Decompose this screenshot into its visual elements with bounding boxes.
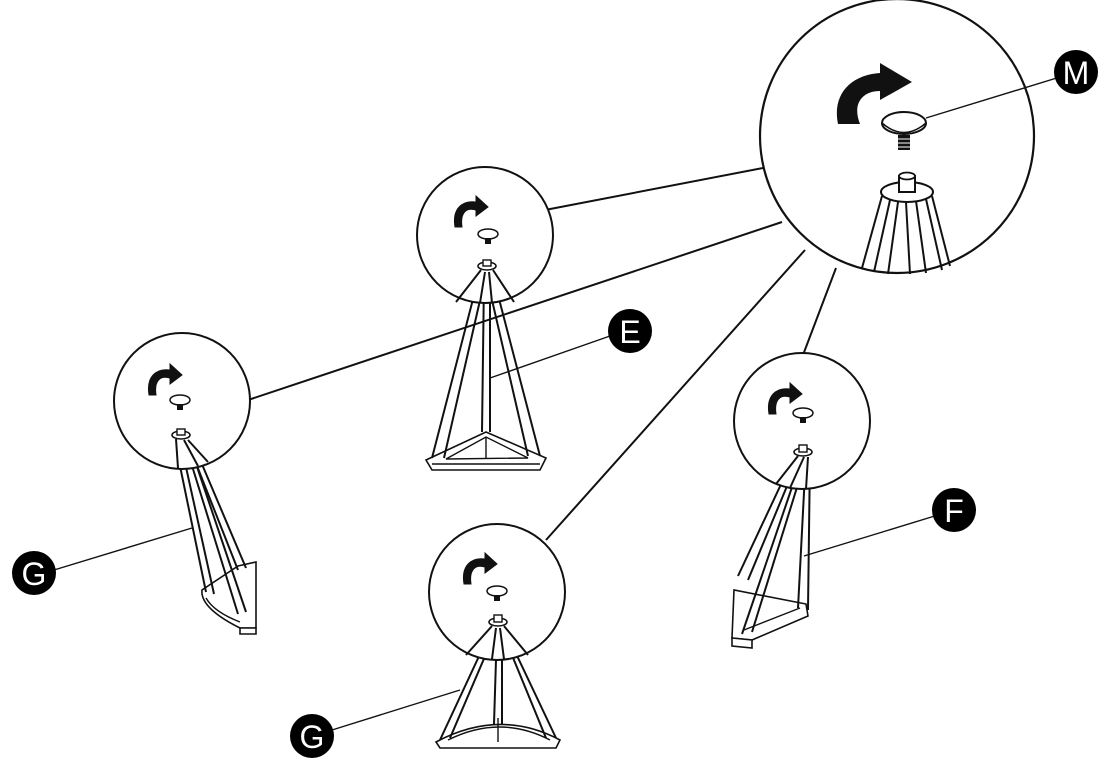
leader-lines [247, 167, 837, 541]
callout-M: M [925, 50, 1098, 119]
leader-to-left-stand [247, 221, 783, 401]
screw-icon [898, 135, 910, 150]
callout-M-label: M [1063, 55, 1090, 91]
callout-G-left-label: G [22, 556, 47, 592]
detail-circle-top [416, 166, 554, 304]
foot-pad-icon [881, 111, 927, 135]
callout-G-left: G [12, 527, 193, 595]
callout-E: E [489, 309, 652, 379]
detail-circle-left [113, 332, 251, 470]
rotate-arrow-icon [836, 63, 912, 124]
leader-to-right-stand [802, 267, 837, 356]
magnified-detail [758, 0, 1036, 275]
leader-to-top-stand [544, 167, 764, 211]
detail-circle-bottom [428, 523, 566, 661]
callout-F: F [803, 488, 976, 557]
callout-F-label: F [944, 493, 964, 529]
stand-top-detail [861, 171, 951, 275]
callout-G-bottom: G [290, 689, 461, 758]
callout-G-bottom-label: G [300, 719, 325, 755]
leader-to-bottom-stand [545, 249, 806, 541]
callout-E-label: E [619, 314, 640, 350]
detail-circle-right [733, 352, 871, 490]
